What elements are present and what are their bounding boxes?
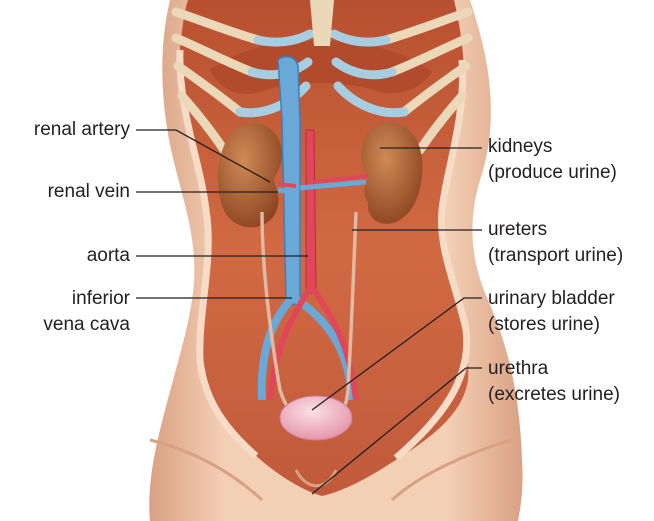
left-renal-artery	[278, 184, 296, 186]
label-ureters-line1: ureters	[488, 217, 547, 242]
left-renal-vein	[278, 190, 292, 192]
label-inferior-vena-cava-line1: inferior	[0, 286, 130, 311]
aorta	[306, 130, 316, 293]
urinary-bladder	[280, 396, 352, 440]
label-aorta: aorta	[0, 243, 130, 268]
label-urinary-bladder-line2: (stores urine)	[488, 312, 600, 337]
label-urinary-bladder-line1: urinary bladder	[488, 286, 615, 311]
label-renal-vein: renal vein	[0, 179, 130, 204]
label-ureters-line2: (transport urine)	[488, 243, 623, 268]
label-renal-artery: renal artery	[0, 117, 130, 142]
label-inferior-vena-cava-line2: vena cava	[0, 312, 130, 337]
label-kidneys-line1: kidneys	[488, 134, 552, 159]
label-urethra-line1: urethra	[488, 356, 548, 381]
label-kidneys-line2: (produce urine)	[488, 160, 617, 185]
label-urethra-line2: (excretes urine)	[488, 382, 620, 407]
